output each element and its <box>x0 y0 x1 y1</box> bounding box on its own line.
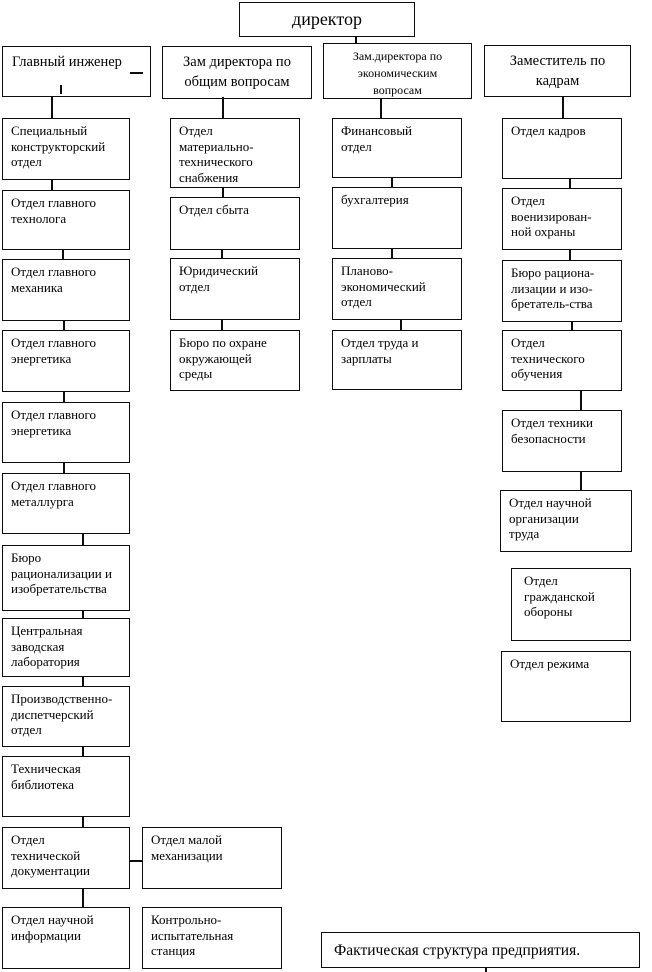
box-director: директор <box>239 2 415 37</box>
connector-line <box>580 472 582 490</box>
box-labor-wages-dept: Отдел труда и зарплаты <box>332 330 462 390</box>
box-small-mechanization-dept: Отдел малой механизации <box>142 827 282 889</box>
connector-line <box>355 37 357 45</box>
box-technical-library: Техническая библиотека <box>2 756 130 817</box>
connector-line <box>82 534 84 545</box>
box-scientific-information-dept: Отдел научной информации <box>2 907 130 969</box>
box-deputy-general-affairs: Зам директора по общим вопросам <box>162 46 312 99</box>
box-safety-dept: Отдел техники безопасности <box>502 410 622 472</box>
stray-tick-mark <box>485 968 487 972</box>
box-rationalization-invention-bureau: Бюро рациона- лизации и изо- бретатель-с… <box>502 260 622 322</box>
connector-line <box>62 250 64 259</box>
connector-line <box>569 250 571 260</box>
connector-line <box>380 99 382 118</box>
connector-line <box>391 178 393 187</box>
box-production-dispatch-dept: Производственно- диспетчерский отдел <box>2 686 130 747</box>
box-sales-dept: Отдел сбыта <box>170 197 300 250</box>
box-finance-dept: Финансовый отдел <box>332 118 462 178</box>
connector-line <box>391 249 393 258</box>
stray-dash-mark <box>130 72 143 74</box>
connector-line <box>51 180 53 190</box>
box-chief-technologist-dept: Отдел главного технолога <box>2 190 130 250</box>
connector-line <box>63 321 65 330</box>
connector-line <box>63 463 65 473</box>
box-civil-defense-dept: Отдел гражданской обороны <box>511 568 631 641</box>
connector-line <box>51 97 53 118</box>
box-technical-documentation-dept: Отдел технической документации <box>2 827 130 889</box>
connector-line <box>221 250 223 258</box>
connector-line <box>571 322 573 330</box>
box-paramilitary-security-dept: Отдел военизирован- ной охраны <box>502 188 622 250</box>
connector-line <box>222 188 224 197</box>
box-chief-metallurgist-dept: Отдел главного металлурга <box>2 473 130 534</box>
connector-line <box>63 392 65 402</box>
connector-line <box>82 889 84 907</box>
box-regime-dept: Отдел режима <box>501 651 631 722</box>
box-material-supply-dept: Отдел материально- технического снабжени… <box>170 118 300 188</box>
box-rationalization-bureau: Бюро рационализации и изобретательства <box>2 545 130 611</box>
connector-line <box>222 97 224 118</box>
box-personnel-dept: Отдел кадров <box>502 118 622 179</box>
stray-tick-mark <box>60 85 62 94</box>
box-special-design-dept: Специальный конструкторский отдел <box>2 118 130 180</box>
connector-line <box>221 320 223 330</box>
connector-line <box>580 391 582 410</box>
connector-line <box>82 817 84 827</box>
connector-line <box>569 179 571 188</box>
box-legal-dept: Юридический отдел <box>170 258 300 320</box>
box-deputy-economic-affairs: Зам.директора по экономическим вопросам <box>323 43 472 99</box>
connector-line <box>562 97 564 118</box>
box-control-testing-station: Контрольно- испытательная станция <box>142 907 282 969</box>
box-chief-mechanic-dept: Отдел главного механика <box>2 259 130 321</box>
box-chief-engineer: Главный инженер <box>2 46 151 97</box>
box-chief-power-engineer-dept-2: Отдел главного энергетика <box>2 402 130 463</box>
box-central-factory-lab: Центральная заводская лаборатория <box>2 618 130 677</box>
caption-box: Фактическая структура предприятия. <box>321 932 640 968</box>
connector-line <box>82 611 84 618</box>
box-deputy-personnel: Заместитель по кадрам <box>484 45 631 97</box>
box-accounting-dept: бухгалтерия <box>332 187 462 249</box>
box-chief-power-engineer-dept-1: Отдел главного энергетика <box>2 330 130 392</box>
connector-line <box>82 747 84 756</box>
connector-line <box>82 677 84 686</box>
box-labor-organization-dept: Отдел научной организации труда <box>500 490 632 552</box>
box-planning-economic-dept: Планово- экономический отдел <box>332 258 462 320</box>
connector-line <box>400 320 402 330</box>
connector-line <box>130 860 142 862</box>
box-environment-protection-bureau: Бюро по охране окружающей среды <box>170 330 300 391</box>
box-technical-training-dept: Отдел технического обучения <box>502 330 622 391</box>
